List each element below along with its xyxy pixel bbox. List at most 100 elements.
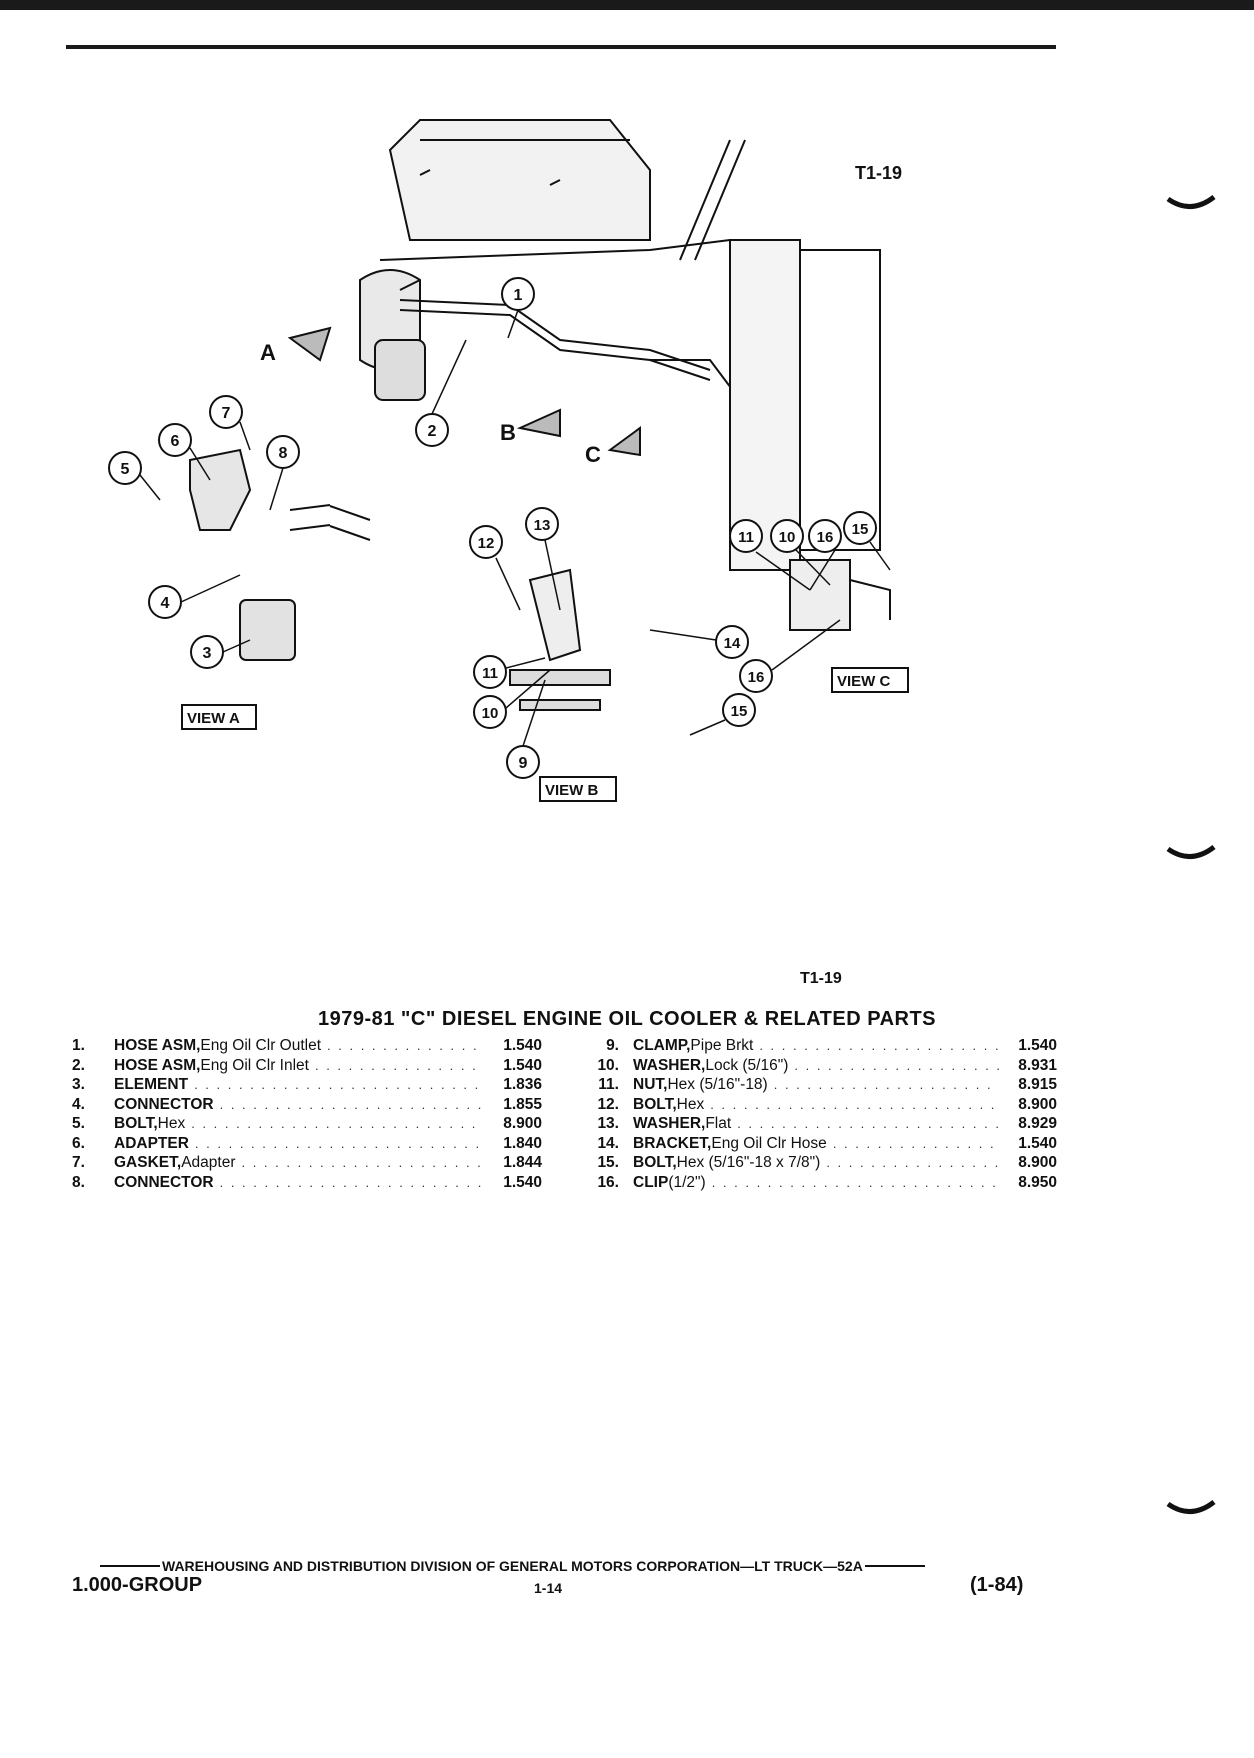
part-row: 16.CLIP (1/2")8.950	[585, 1173, 1057, 1193]
part-description: Adapter	[181, 1154, 236, 1171]
part-row: 4.CONNECTOR1.855	[72, 1095, 542, 1115]
date-code: (1-84)	[970, 1574, 1024, 1596]
group-code: 1.540	[1018, 1037, 1057, 1054]
svg-text:15: 15	[852, 521, 869, 538]
svg-text:15: 15	[731, 703, 748, 720]
part-name: BOLT,	[114, 1115, 158, 1132]
part-name: BOLT,	[633, 1095, 677, 1113]
svg-text:4: 4	[161, 595, 170, 612]
part-row: 1.HOSE ASM, Eng Oil Clr Outlet1.540	[72, 1036, 542, 1056]
part-number: 10.	[597, 1056, 619, 1074]
group-code: 1.836	[503, 1076, 542, 1093]
group-code: 1.844	[503, 1154, 542, 1171]
part-number: 16.	[597, 1173, 619, 1191]
page-number: 1-14	[534, 1580, 563, 1596]
part-number: 8.	[72, 1173, 85, 1191]
leader-dots	[737, 1114, 999, 1134]
part-description: Eng Oil Clr Hose	[711, 1134, 827, 1152]
part-number: 12.	[597, 1095, 619, 1113]
leader-dots	[220, 1173, 484, 1193]
part-name: CONNECTOR	[114, 1095, 214, 1113]
leader-dots	[794, 1056, 999, 1076]
view-label-c: VIEW C	[837, 673, 891, 690]
svg-text:16: 16	[748, 669, 765, 686]
group-code: 8.931	[1018, 1056, 1057, 1074]
part-number: 7.	[72, 1154, 85, 1171]
binder-hole-mark	[1166, 845, 1216, 859]
header-rule	[66, 45, 1056, 49]
leader-dots	[191, 1114, 484, 1134]
part-number: 5.	[72, 1115, 85, 1132]
leader-dots	[194, 1075, 484, 1095]
part-name: NUT,	[633, 1076, 668, 1093]
part-row: 12. BOLT, Hex 8.900	[585, 1095, 1057, 1115]
part-name: GASKET,	[114, 1154, 182, 1171]
svg-text:7: 7	[222, 405, 231, 422]
part-name: ELEMENT	[114, 1076, 189, 1093]
part-number: 15.	[597, 1154, 619, 1171]
arrow-label-b: B	[500, 420, 516, 445]
part-row: 9.CLAMP, Pipe Brkt1.540	[585, 1036, 1057, 1056]
part-row: 3. ELEMENT 1.836	[72, 1075, 542, 1095]
part-row: 2.HOSE ASM, Eng Oil Clr Inlet1.540	[72, 1056, 542, 1076]
leader-dots	[712, 1173, 999, 1193]
part-row: 11.NUT, Hex (5/16"-18)8.915	[585, 1075, 1057, 1095]
group-code: 1.540	[1018, 1134, 1057, 1152]
part-description: Flat	[705, 1115, 732, 1132]
part-name: CONNECTOR	[114, 1173, 214, 1191]
part-name: CLIP	[633, 1173, 669, 1191]
part-number: 4.	[72, 1095, 85, 1113]
figure-code-top: T1-19	[855, 163, 903, 183]
parts-list-right: 9.CLAMP, Pipe Brkt1.540 10.WASHER, Lock …	[585, 1036, 1057, 1192]
leader-dots	[774, 1075, 999, 1095]
leader-dots	[315, 1056, 484, 1076]
part-number: 3.	[72, 1076, 85, 1093]
part-name: BRACKET,	[633, 1134, 712, 1152]
section-title: 1979-81 "C" DIESEL ENGINE OIL COOLER & R…	[317, 1008, 937, 1030]
svg-text:5: 5	[121, 461, 130, 478]
part-description: Hex	[676, 1095, 705, 1113]
footer-division-line: WAREHOUSING AND DISTRIBUTION DIVISION OF…	[100, 1558, 1030, 1574]
part-row: 6.ADAPTER1.840	[72, 1134, 542, 1154]
svg-text:1: 1	[514, 287, 523, 304]
part-number: 6.	[72, 1134, 85, 1152]
svg-text:14: 14	[724, 635, 741, 652]
svg-text:10: 10	[482, 705, 499, 722]
part-name: ADAPTER	[114, 1134, 189, 1152]
group-code: 8.900	[1018, 1154, 1057, 1171]
leader-dots	[327, 1036, 484, 1056]
svg-text:3: 3	[203, 645, 212, 662]
part-number: 11.	[598, 1076, 619, 1093]
part-row: 8. CONNECTOR 1.540	[72, 1173, 542, 1193]
part-description: (1/2")	[668, 1173, 706, 1191]
svg-text:16: 16	[817, 529, 834, 546]
part-name: BOLT,	[633, 1154, 677, 1171]
svg-text:9: 9	[519, 755, 528, 772]
group-code: 1.540	[503, 1173, 542, 1191]
svg-text:12: 12	[478, 535, 495, 552]
part-name: WASHER,	[633, 1115, 706, 1132]
svg-text:6: 6	[171, 433, 180, 450]
leader-dots	[759, 1036, 999, 1056]
exploded-parts-diagram: 1 2 3 4 5 6 7 8 9 10 11 12 13 14 15 16 1…	[108, 119, 909, 802]
part-description: Hex	[157, 1115, 186, 1132]
parts-list-left: 1.HOSE ASM, Eng Oil Clr Outlet1.540 2.HO…	[72, 1036, 542, 1192]
part-description: Eng Oil Clr Inlet	[200, 1056, 309, 1074]
part-name: WASHER,	[633, 1056, 706, 1074]
group-code: 1.540	[503, 1037, 542, 1054]
binder-hole-mark	[1166, 1500, 1216, 1514]
group-code: 8.900	[1018, 1095, 1057, 1113]
svg-text:2: 2	[428, 423, 437, 440]
part-number: 2.	[72, 1056, 85, 1074]
part-row: 5.BOLT, Hex8.900	[72, 1114, 542, 1134]
group-label: 1.000-GROUP	[72, 1574, 203, 1596]
leader-dots	[710, 1095, 999, 1115]
svg-text:13: 13	[534, 517, 551, 534]
figure-code-bottom: T1-19	[800, 970, 842, 987]
group-code: 8.929	[1018, 1115, 1057, 1132]
footer-rule-left	[100, 1565, 160, 1567]
part-name: HOSE ASM,	[114, 1037, 201, 1054]
part-description: Pipe Brkt	[690, 1037, 754, 1054]
leader-dots	[241, 1153, 484, 1173]
part-number: 1.	[72, 1037, 85, 1054]
